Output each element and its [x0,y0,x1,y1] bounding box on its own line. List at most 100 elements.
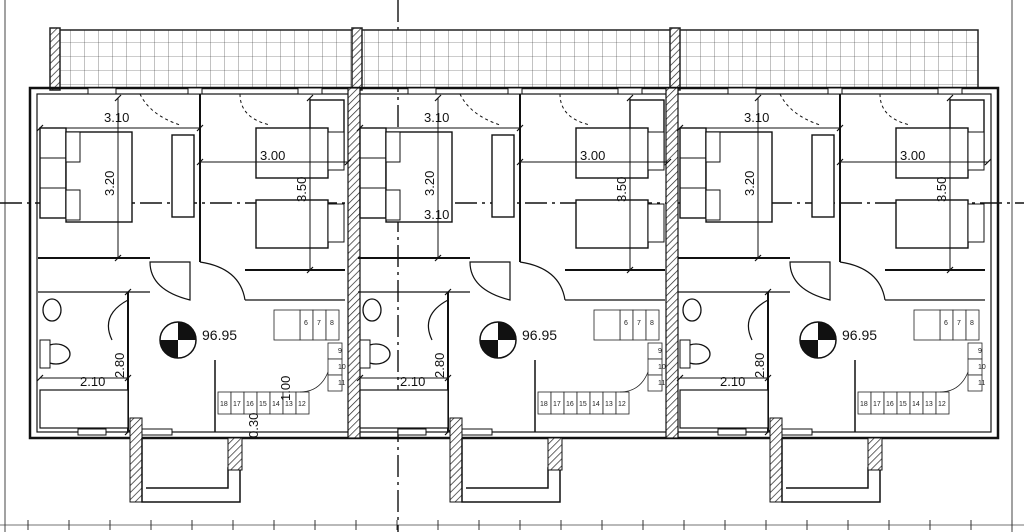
bedroom-1-width-label: 3.10 [104,110,129,125]
dimension-lines [676,94,992,436]
door-swing [469,261,511,301]
door-swing [519,261,566,301]
door-swing [427,299,449,341]
bed [895,199,969,249]
bathroom-width-label: 2.10 [400,374,425,389]
stair-step-number: 7 [637,320,641,327]
stair-step-number: 18 [860,401,868,408]
washbasin [682,298,702,322]
stair-step-number: 14 [592,401,600,408]
bedroom-2-width-label: 3.00 [260,148,285,163]
stair-step-number: 12 [298,401,306,408]
extra-dimensions: 3.10 1.00 0.30 [246,207,449,438]
landing-depth-label: 0.30 [246,413,261,438]
bedroom-2-depth-label: 3.50 [294,177,309,202]
stair-step-number: 13 [605,401,613,408]
level-marker: 96.95 [799,321,877,359]
hall-width-label: 3.10 [424,207,449,222]
bed [575,127,649,179]
bedroom-2-depth-label: 3.50 [934,177,949,202]
stair-step-number: 7 [317,320,321,327]
bedroom-1-depth-label: 3.20 [102,171,117,196]
stair-step-number: 16 [886,401,894,408]
staircase: 6 7 8 9 10 11 18 17 16 15 14 13 12 [857,309,986,415]
door-swing [107,299,129,341]
bathroom-width-label: 2.10 [720,374,745,389]
apartment-unit: 6 7 8 9 10 11 18 17 16 15 14 13 12 3.10 3.20 3.00 3.50 2.… [356,87,672,503]
washbasin [362,298,382,322]
stair-step-number: 10 [978,364,986,371]
stair-step-number: 8 [970,320,974,327]
stair-step-number: 17 [233,401,241,408]
stair-step-number: 9 [658,348,662,355]
stair-step-number: 6 [304,320,308,327]
door-swing [789,261,831,301]
level-marker: 96.95 [479,321,557,359]
stair-step-number: 14 [912,401,920,408]
stair-step-number: 9 [338,348,342,355]
stair-step-number: 11 [978,380,985,387]
bedroom-1-depth-label: 3.20 [422,171,437,196]
terrace-unit-1 [57,29,355,89]
stair-step-number: 8 [330,320,334,327]
staircase: 6 7 8 9 10 11 18 17 16 15 14 13 12 [537,309,666,415]
bathroom-width-label: 2.10 [80,374,105,389]
stair-step-number: 15 [899,401,907,408]
bathroom-depth-label: 2.80 [432,353,447,378]
front-balcony [129,417,243,503]
stair-step-number: 13 [925,401,933,408]
bedroom-2-depth-label: 3.50 [614,177,629,202]
bed [255,199,329,249]
stair-step-number: 13 [285,401,293,408]
bathroom-depth-label: 2.80 [112,353,127,378]
level-marker: 96.95 [159,321,237,359]
stair-step-number: 15 [579,401,587,408]
stair-step-number: 17 [553,401,561,408]
terraces [49,27,979,91]
stair-step-number: 17 [873,401,881,408]
level-label: 96.95 [522,327,557,343]
stair-step-number: 12 [618,401,626,408]
stair-step-number: 6 [944,320,948,327]
terrace-unit-3 [677,29,979,89]
bedroom-1-width-label: 3.10 [424,110,449,125]
stair-step-number: 9 [978,348,982,355]
front-balcony [449,417,563,503]
stair-step-number: 7 [957,320,961,327]
stair-step-number: 16 [566,401,574,408]
bedroom-2-width-label: 3.00 [580,148,605,163]
apartment-unit: 6 7 8 9 10 11 18 17 16 15 14 13 12 3.10 3.20 3.00 3.50 2.… [676,87,992,503]
bedroom-1-width-label: 3.10 [744,110,769,125]
stair-step-number: 6 [624,320,628,327]
stair-step-number: 11 [338,380,345,387]
stair-step-number: 10 [658,364,666,371]
stair-step-number: 15 [259,401,267,408]
door-swing [747,299,769,341]
dimension-lines [36,94,352,436]
terrace-unit-2 [359,29,673,89]
stair-step-number: 12 [938,401,946,408]
bed [895,127,969,179]
front-balcony [769,417,883,503]
level-label: 96.95 [202,327,237,343]
stair-step-number: 18 [540,401,548,408]
door-swing [839,261,886,301]
level-label: 96.95 [842,327,877,343]
dimension-lines [356,94,672,436]
stair-step-number: 11 [658,380,665,387]
door-swing [149,261,191,301]
stair-step-number: 10 [338,364,346,371]
stair-width-label: 1.00 [278,376,293,401]
bedroom-1-depth-label: 3.20 [742,171,757,196]
bathroom-depth-label: 2.80 [752,353,767,378]
stair-step-number: 8 [650,320,654,327]
bedroom-2-width-label: 3.00 [900,148,925,163]
sheet-ticks [27,520,1013,530]
stair-step-number: 14 [272,401,280,408]
party-walls [347,87,679,439]
stair-step-number: 18 [220,401,228,408]
